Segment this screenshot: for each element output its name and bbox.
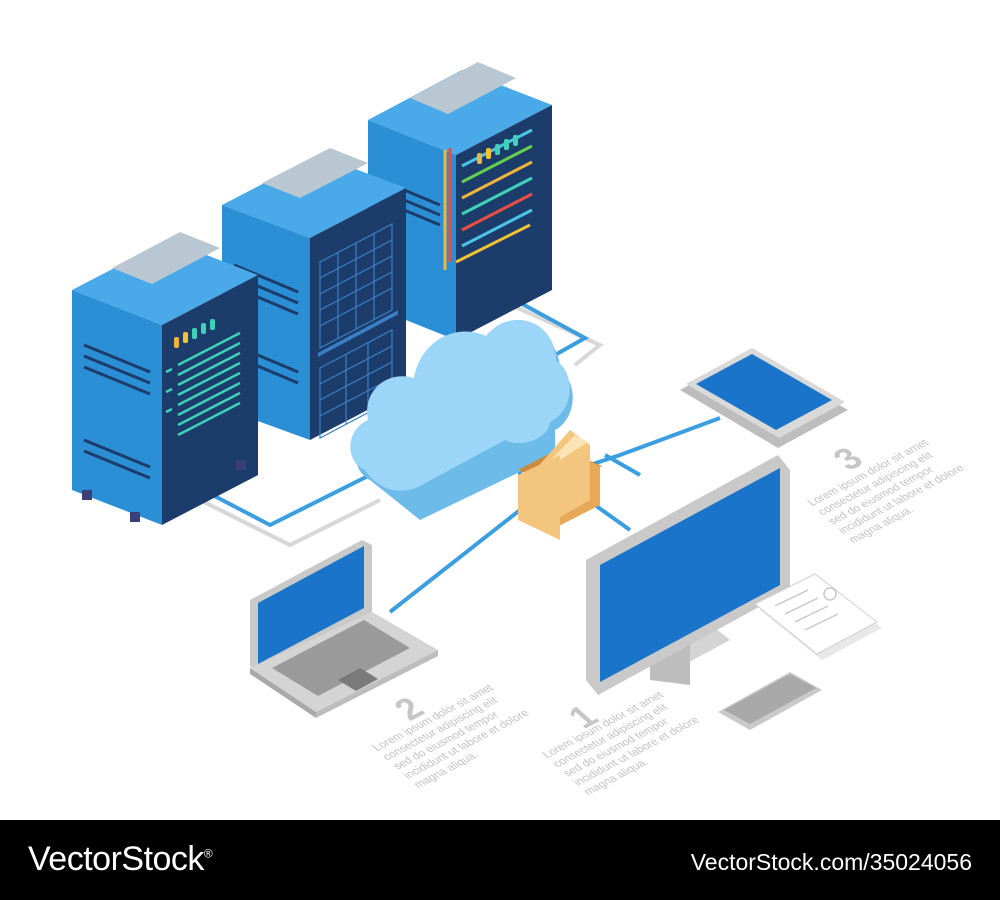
document-icon <box>754 573 882 660</box>
desktop-monitor <box>586 455 790 695</box>
cloud-icon <box>350 319 573 520</box>
status-leds <box>477 135 518 164</box>
laptop <box>250 540 438 718</box>
folder-icon <box>518 430 602 540</box>
watermark-footer: VectorStock® VectorStock.com/35024056 <box>0 820 1000 900</box>
image-id-url: VectorStock.com/35024056 <box>690 849 972 875</box>
cable-shadows <box>179 298 604 548</box>
code-lines <box>165 331 241 437</box>
server-rack-1 <box>72 232 258 525</box>
tablet-device <box>680 348 848 448</box>
status-leds <box>174 319 215 348</box>
brand-logo: VectorStock® <box>28 840 213 878</box>
keyboard <box>718 672 822 730</box>
network-illustration <box>72 62 882 730</box>
